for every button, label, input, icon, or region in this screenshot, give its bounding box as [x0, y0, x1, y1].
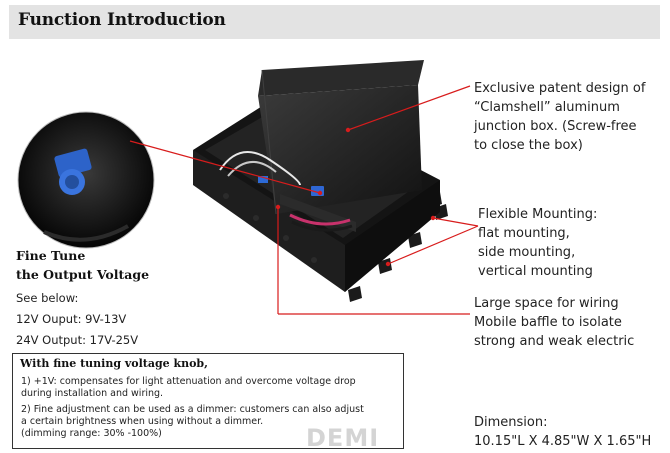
fine-tune-range-24v: 24V Output: 17V-25V	[16, 333, 139, 347]
callout-mounting-line-3: side mounting,	[478, 245, 576, 260]
fine-tune-title-line-2: the Output Voltage	[16, 267, 150, 282]
page-title: Function Introduction	[18, 10, 226, 30]
fine-tune-see-below: See below:	[16, 291, 79, 305]
callout-clamshell-line-1: Exclusive patent design of	[474, 81, 646, 96]
callout-clamshell: Exclusive patent design of “Clamshell” a…	[474, 79, 645, 155]
junction-box	[193, 60, 448, 302]
callout-wiring: Large space for wiring Mobile baffle to …	[474, 294, 634, 351]
note-line-3: 2) Fine adjustment can be used as a dimm…	[21, 404, 364, 415]
fine-tune-range-12v: 12V Ouput: 9V-13V	[16, 312, 127, 326]
note-line-4: a certain brightness when using without …	[21, 416, 264, 427]
fine-tune-details: See below: 12V Ouput: 9V-13V 24V Output:…	[16, 288, 138, 351]
callout-wiring-line-3: strong and weak electric	[474, 334, 635, 349]
fine-tune-title: Fine Tune the Output Voltage	[16, 246, 149, 284]
callout-lines	[129, 85, 479, 315]
callout-wiring-line-1: Large space for wiring	[474, 296, 619, 311]
watermark: DEMI	[306, 424, 380, 452]
callout-mounting-line-2: flat mounting,	[478, 226, 570, 241]
fine-tune-title-line-1: Fine Tune	[16, 248, 86, 263]
callout-mounting-line-4: vertical mounting	[478, 264, 593, 279]
note-title: With fine tuning voltage knob,	[20, 357, 208, 370]
callout-clamshell-line-4: to close the box)	[474, 138, 583, 153]
dimension-label: Dimension:	[474, 415, 548, 430]
dimension-value: 10.15"L X 4.85"W X 1.65"H	[474, 434, 652, 449]
note-line-1: 1) +1V: compensates for light attenuatio…	[21, 376, 356, 387]
knob-zoom-circle	[17, 111, 155, 249]
callout-clamshell-line-3: junction box. (Screw-free	[474, 119, 637, 134]
callout-clamshell-line-2: “Clamshell” aluminum	[474, 100, 620, 115]
callout-mounting: Flexible Mounting: flat mounting, side m…	[478, 205, 597, 281]
tuning-note-box: With fine tuning voltage knob, 1) +1V: c…	[12, 353, 404, 449]
callout-wiring-line-2: Mobile baffle to isolate	[474, 315, 622, 330]
header-bar	[9, 5, 660, 39]
note-line-5: (dimming range: 30% -100%)	[21, 428, 162, 439]
callout-mounting-line-1: Flexible Mounting:	[478, 207, 598, 222]
note-line-2: during installation and wiring.	[21, 388, 164, 399]
dimension-text: Dimension: 10.15"L X 4.85"W X 1.65"H	[474, 413, 651, 451]
